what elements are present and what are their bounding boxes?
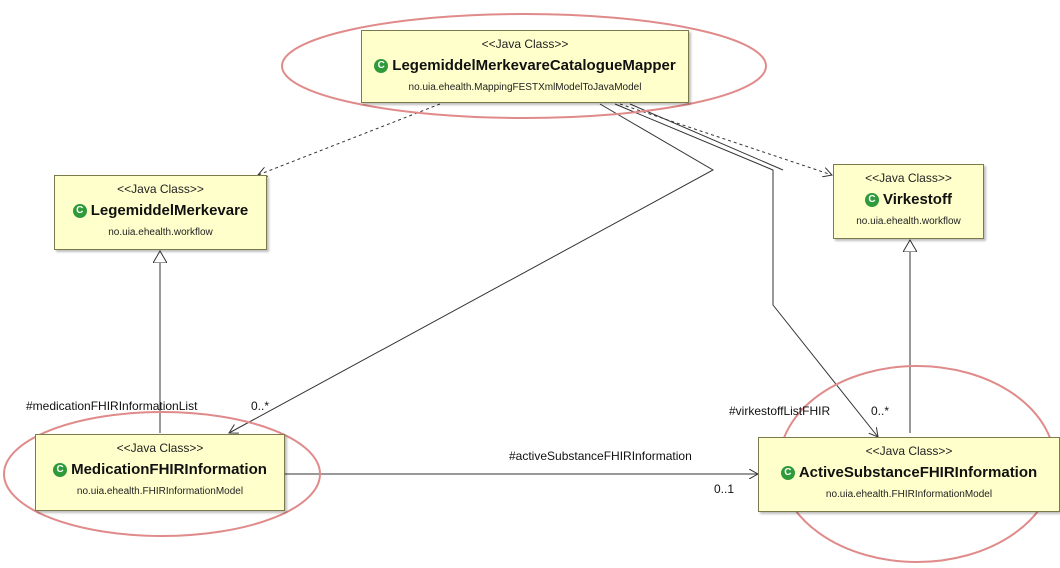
association-mapper-to-active-b xyxy=(629,103,784,171)
label-medication-multiplicity: 0..* xyxy=(251,399,270,413)
highlight-ellipse-mapper xyxy=(281,13,767,119)
stereotype-label: <<Java Class>> xyxy=(481,37,569,51)
label-virkestoff-list: #virkestoffListFHIR xyxy=(729,404,831,418)
dependency-mapper-to-legemiddel xyxy=(258,103,441,175)
java-class-icon: C xyxy=(72,203,87,218)
dependency-mapper-to-virkestoff xyxy=(619,103,832,175)
highlight-ellipse-medication xyxy=(3,411,321,537)
package-name: no.uia.ehealth.FHIRInformationModel xyxy=(76,486,244,497)
java-class-icon: C xyxy=(53,462,68,477)
label-active-multiplicity: 0..1 xyxy=(714,482,735,496)
association-mapper-to-active-a xyxy=(614,103,878,437)
stereotype-label: <<Java Class>> xyxy=(865,171,952,185)
class-name: Virkestoff xyxy=(883,191,952,208)
association-mapper-to-medication xyxy=(229,103,715,433)
java-class-icon: C xyxy=(865,192,880,207)
label-active-association: #activeSubstanceFHIRInformation xyxy=(509,449,692,463)
java-class-icon: C xyxy=(374,58,389,73)
class-name: LegemiddelMerkevare xyxy=(90,202,249,219)
package-name: no.uia.ehealth.FHIRInformationModel xyxy=(825,489,993,500)
class-name: ActiveSubstanceFHIRInformation xyxy=(798,464,1038,481)
stereotype-label: <<Java Class>> xyxy=(865,444,953,458)
package-name: no.uia.ehealth.workflow xyxy=(856,216,961,227)
label-medication-list: #medicationFHIRInformationList xyxy=(26,399,198,413)
java-class-icon: C xyxy=(780,465,795,480)
package-name: no.uia.ehealth.MappingFESTXmlModelToJava… xyxy=(408,82,642,93)
stereotype-label: <<Java Class>> xyxy=(116,441,204,455)
stereotype-label: <<Java Class>> xyxy=(117,182,204,196)
label-virkestoff-multiplicity: 0..* xyxy=(871,404,890,418)
package-name: no.uia.ehealth.workflow xyxy=(108,227,213,238)
class-name: MedicationFHIRInformation xyxy=(71,461,267,478)
class-name: LegemiddelMerkevareCatalogueMapper xyxy=(392,57,676,74)
